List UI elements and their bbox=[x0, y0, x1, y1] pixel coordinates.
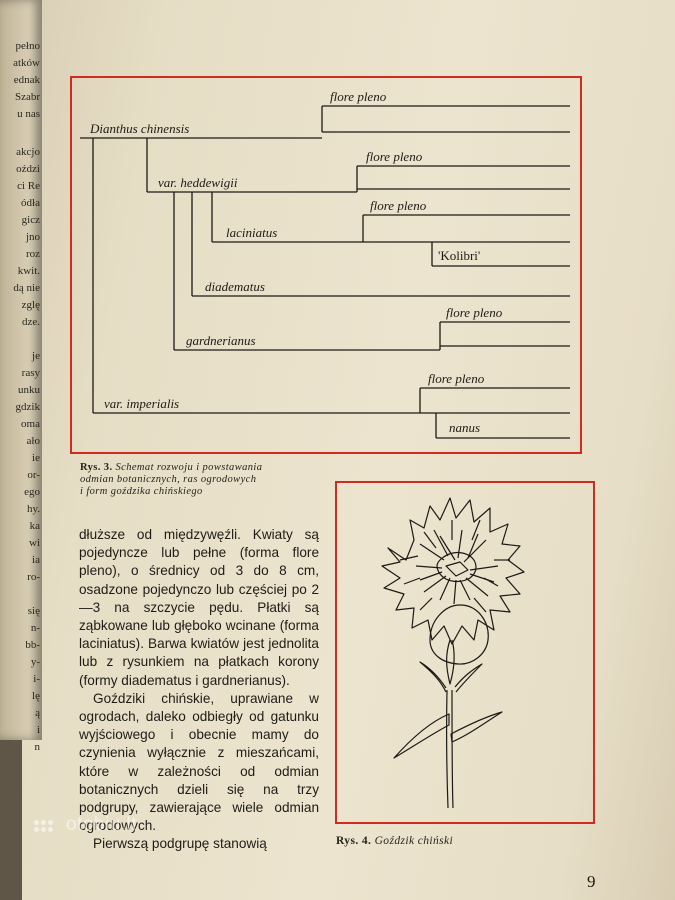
label-flore-pleno-4: flore pleno bbox=[446, 305, 503, 320]
figure-3-caption-line-3: i form goździka chińskiego bbox=[80, 486, 203, 497]
watermark: otobiu.lt bbox=[66, 814, 138, 835]
previous-page-text-fragment: dą nie bbox=[13, 282, 40, 294]
figure-3-caption-line-2: odmian botanicznych, ras ogrodowych bbox=[80, 474, 257, 485]
previous-page-text-fragment: jno bbox=[25, 231, 40, 243]
figure-3-caption-line-1: Schemat rozwoju i powstawania bbox=[115, 462, 263, 473]
label-flore-pleno-2: flore pleno bbox=[366, 149, 423, 164]
previous-page-text-fragment: hy. bbox=[26, 503, 40, 515]
previous-page-text-fragment: ednak bbox=[13, 74, 40, 86]
previous-page-text-fragment: ci Re bbox=[17, 180, 40, 192]
label-kolibri: 'Kolibri' bbox=[438, 248, 480, 263]
previous-page-text-fragment: ka bbox=[29, 520, 40, 532]
previous-page-text-fragment: i- bbox=[33, 673, 40, 685]
previous-page-text-fragment: ia bbox=[32, 554, 40, 566]
previous-page-text-fragment: akcjo bbox=[16, 146, 40, 158]
previous-page-text-fragment: ódła bbox=[21, 197, 40, 209]
page-number: 9 bbox=[587, 872, 596, 891]
body-paragraph-1: dłuższe od międzywęźli. Kwiaty są pojedy… bbox=[79, 527, 319, 688]
previous-page-text-fragment: unku bbox=[18, 384, 40, 396]
previous-page-text-fragment: ie bbox=[32, 452, 40, 464]
previous-page-text-fragment: gdzik bbox=[15, 401, 40, 413]
body-paragraph-3: Pierwszą podgrupę stanowią bbox=[93, 836, 267, 852]
previous-page-text-fragment: oździ bbox=[16, 163, 40, 175]
previous-page-text-fragment: dze. bbox=[21, 316, 40, 328]
previous-page-text-fragment: lę bbox=[32, 690, 40, 702]
previous-page-text-fragment: się bbox=[27, 605, 40, 617]
label-flore-pleno-3: flore pleno bbox=[370, 198, 427, 213]
previous-page-text-fragment: ało bbox=[26, 435, 40, 447]
figure-4-caption-text: Goździk chiński bbox=[374, 835, 454, 847]
previous-page-text-fragment: i bbox=[36, 724, 40, 736]
label-laciniatus: laciniatus bbox=[226, 225, 277, 240]
figure-3-caption: Rys. 3. Schemat rozwoju i powstawania od… bbox=[80, 462, 320, 498]
previous-page-text-fragment: je bbox=[32, 350, 40, 362]
figure-3-frame bbox=[70, 76, 582, 454]
label-dianthus-chinensis: Dianthus chinensis bbox=[89, 121, 189, 136]
previous-page-text-fragment: or- bbox=[27, 469, 40, 481]
previous-page-text-fragment: rasy bbox=[21, 367, 40, 379]
previous-page-text-fragment: n bbox=[34, 741, 41, 753]
previous-page-text-fragment: pełno bbox=[15, 40, 40, 52]
previous-page-text-fragment: bb- bbox=[25, 639, 40, 651]
figure-3-caption-prefix: Rys. 3. bbox=[80, 462, 113, 473]
book-page bbox=[22, 0, 675, 900]
label-nanus: nanus bbox=[449, 420, 480, 435]
previous-page-text-fragment: u nas bbox=[17, 108, 40, 120]
previous-page-text-fragment: Szabr bbox=[14, 91, 40, 103]
figure-4-caption-prefix: Rys. 4. bbox=[336, 835, 372, 847]
previous-page-text-fragment: ego bbox=[24, 486, 40, 498]
figure-4-caption: Rys. 4. Goździk chiński bbox=[336, 835, 586, 847]
label-var-heddewigii: var. heddewigii bbox=[158, 175, 238, 190]
previous-page-text-fragment: ro- bbox=[27, 571, 40, 583]
previous-page-text-fragment: zglę bbox=[21, 299, 40, 311]
previous-page-text-fragment: atków bbox=[13, 57, 40, 69]
label-var-imperialis: var. imperialis bbox=[104, 396, 179, 411]
previous-page-text-fragment: roz bbox=[25, 248, 40, 260]
body-text-column: dłuższe od międzywęźli. Kwiaty są pojedy… bbox=[79, 526, 319, 854]
previous-page-text-fragment: wi bbox=[29, 537, 40, 549]
body-paragraph-2: Goździki chińskie, uprawiane w ogrodach,… bbox=[79, 690, 319, 834]
label-diadematus: diadematus bbox=[205, 279, 265, 294]
previous-page-text-fragment: ą bbox=[35, 707, 40, 719]
label-gardnerianus: gardnerianus bbox=[186, 333, 256, 348]
previous-page-text-fragment: y- bbox=[30, 656, 40, 668]
watermark-logo-icon bbox=[34, 820, 62, 836]
previous-page-text-fragment: oma bbox=[21, 418, 40, 430]
figure-3-tree-diagram: Dianthus chinensis flore pleno var. hedd… bbox=[80, 89, 570, 439]
label-flore-pleno-1: flore pleno bbox=[330, 89, 387, 104]
figure-4-frame bbox=[335, 481, 595, 824]
label-flore-pleno-5: flore pleno bbox=[428, 371, 485, 386]
previous-page-text-fragment: n- bbox=[30, 622, 40, 634]
previous-page-text-fragment: kwit. bbox=[17, 265, 40, 277]
previous-page-text-fragment: gicz bbox=[21, 214, 40, 226]
